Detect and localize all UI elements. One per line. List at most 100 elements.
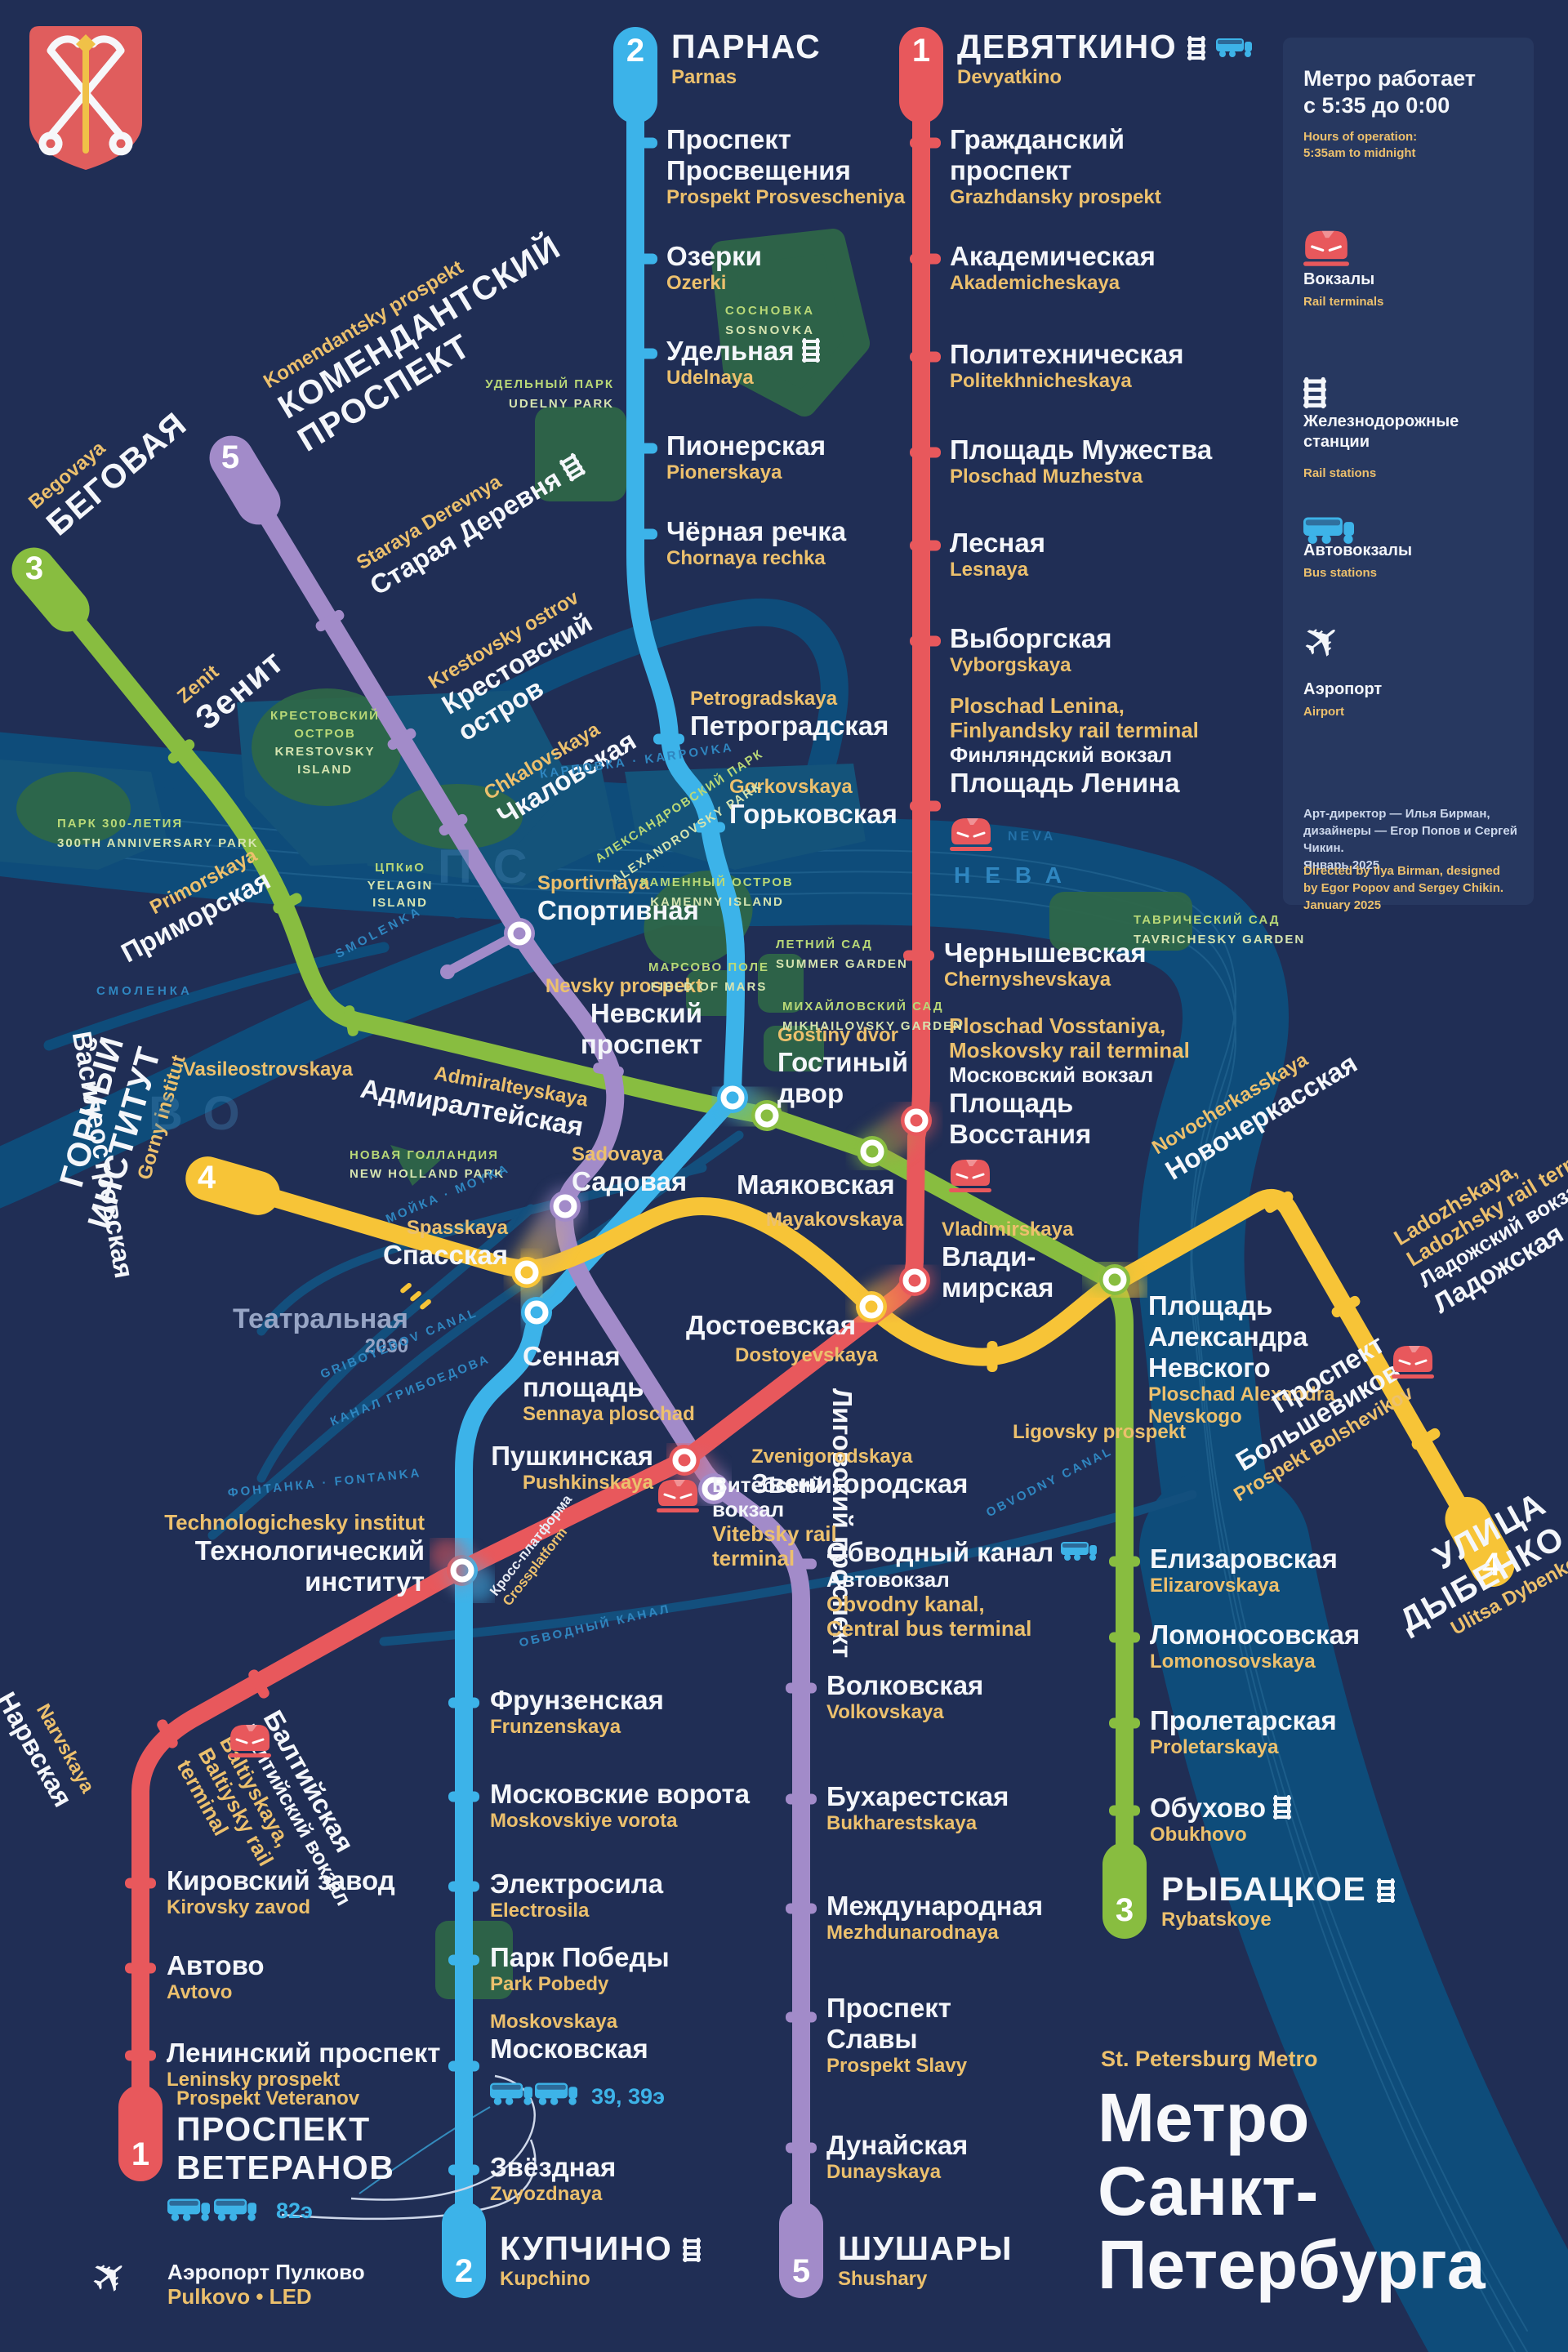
station-marker-akademicheskaya[interactable] bbox=[910, 253, 941, 265]
station-marker-ploschad-muzhestva[interactable] bbox=[910, 447, 941, 458]
station-marker-volkovskaya[interactable] bbox=[786, 1682, 817, 1694]
station-marker-zvyozdnaya[interactable] bbox=[448, 2164, 479, 2176]
station-marker-moskovskaya[interactable] bbox=[448, 2060, 479, 2072]
station-label-devyatkino[interactable]: ДЕВЯТКИНО Devyatkino bbox=[957, 28, 1252, 89]
station-marker-komendantsky-prospekt[interactable] bbox=[201, 428, 288, 533]
station-marker-elektrosila[interactable] bbox=[448, 1881, 479, 1892]
station-marker-shushary[interactable] bbox=[779, 2202, 823, 2298]
station-marker-krestovsky-ostrov[interactable] bbox=[385, 727, 417, 752]
station-marker-pionerskaya[interactable] bbox=[626, 443, 657, 454]
station-marker-grazhdansky-prospekt[interactable] bbox=[910, 137, 941, 149]
station-marker-moskovskiye-vorota[interactable] bbox=[448, 1791, 479, 1802]
station-marker-avtovo[interactable] bbox=[125, 1962, 156, 1974]
station-marker-narvskaya[interactable] bbox=[155, 1717, 180, 1750]
station-marker-elizarovskaya[interactable] bbox=[1109, 1556, 1140, 1567]
station-marker-teatralnaya-2030[interactable] bbox=[399, 1282, 412, 1294]
station-marker-ozerki[interactable] bbox=[626, 253, 657, 265]
station-marker-chornaya-rechka[interactable] bbox=[626, 528, 657, 540]
station-marker-vyborgskaya[interactable] bbox=[910, 635, 941, 647]
station-marker-begovaya[interactable] bbox=[2, 538, 98, 640]
station-label-ploschad-lenina[interactable]: Ploschad Lenina,Finlyandsky rail termina… bbox=[950, 693, 1199, 799]
station-marker-rybatskoye[interactable] bbox=[1102, 1842, 1147, 1939]
station-marker-primorskaya[interactable] bbox=[271, 891, 304, 915]
station-marker-obukhovo[interactable] bbox=[1109, 1805, 1140, 1816]
station-marker-zenit[interactable] bbox=[166, 737, 196, 765]
station-marker-proletarskaya[interactable] bbox=[1109, 1717, 1140, 1729]
station-marker-petrogradskaya[interactable] bbox=[653, 733, 684, 745]
station-marker-parnas[interactable] bbox=[613, 27, 657, 123]
station-marker-novocherkasskaya[interactable] bbox=[1263, 1190, 1294, 1215]
station-marker-chernyshevskaya[interactable] bbox=[903, 950, 934, 961]
station-marker-obvodny-kanal[interactable] bbox=[786, 1558, 817, 1570]
station-marker-chkalovskaya[interactable] bbox=[437, 813, 469, 838]
station-marker-ulitsa-dybenko[interactable] bbox=[1437, 1489, 1522, 1594]
station-marker-prospekt-slavy[interactable] bbox=[786, 2011, 817, 2023]
station-label-obukhovo[interactable]: Обухово Obukhovo bbox=[1150, 1793, 1292, 1846]
station-marker-park-pobedy[interactable] bbox=[448, 1954, 479, 1966]
station-marker-ladozhskaya[interactable] bbox=[1330, 1294, 1361, 1320]
station-label-udelnaya[interactable]: Удельная Udelnaya bbox=[666, 336, 820, 390]
station-marker-staraya-derevnya[interactable] bbox=[314, 608, 345, 634]
station-marker-dunayskaya[interactable] bbox=[786, 2142, 817, 2154]
station-marker-prospekt-bolshevikov[interactable] bbox=[1410, 1427, 1441, 1452]
station-marker-ploschad-lenina[interactable] bbox=[910, 800, 941, 812]
station-marker-udelnaya[interactable] bbox=[626, 348, 657, 359]
station-marker-kupchino[interactable] bbox=[442, 2202, 486, 2298]
station-marker-vasileostrovskaya[interactable] bbox=[343, 1004, 359, 1037]
station-marker-mezhdunarodnaya[interactable] bbox=[786, 1903, 817, 1914]
station-marker-gorkovskaya[interactable] bbox=[694, 822, 725, 833]
station-marker-frunzenskaya[interactable] bbox=[448, 1697, 479, 1708]
station-marker-teatralnaya-2030[interactable] bbox=[409, 1290, 422, 1303]
station-marker-admiralteyskaya[interactable] bbox=[592, 1062, 625, 1077]
station-marker-devyatkino[interactable] bbox=[899, 27, 943, 123]
station-marker-baltiyskaya[interactable] bbox=[247, 1668, 271, 1700]
station-label-kupchino[interactable]: КУПЧИНО Kupchino bbox=[500, 2230, 702, 2291]
station-marker-politekhnicheskaya[interactable] bbox=[910, 351, 941, 363]
station-marker-prospekt-veteranov[interactable] bbox=[118, 2085, 163, 2181]
station-marker-kirovsky-zavod[interactable] bbox=[125, 1878, 156, 1889]
station-label-mayakovskaya[interactable]: Маяковская bbox=[737, 1169, 895, 1200]
station-marker-lomonosovskaya[interactable] bbox=[1109, 1632, 1140, 1643]
station-label-ploschad-vosstaniya[interactable]: Ploschad Vosstaniya,Moskovsky rail termi… bbox=[949, 1013, 1190, 1150]
station-label-rybatskoye[interactable]: РЫБАЦКОЕ Rybatskoye bbox=[1161, 1870, 1396, 1931]
station-marker-ligovsky-prospekt[interactable] bbox=[987, 1341, 998, 1372]
station-marker-lesnaya[interactable] bbox=[910, 540, 941, 551]
station-marker-prospekt-prosvescheniya[interactable] bbox=[626, 137, 657, 149]
